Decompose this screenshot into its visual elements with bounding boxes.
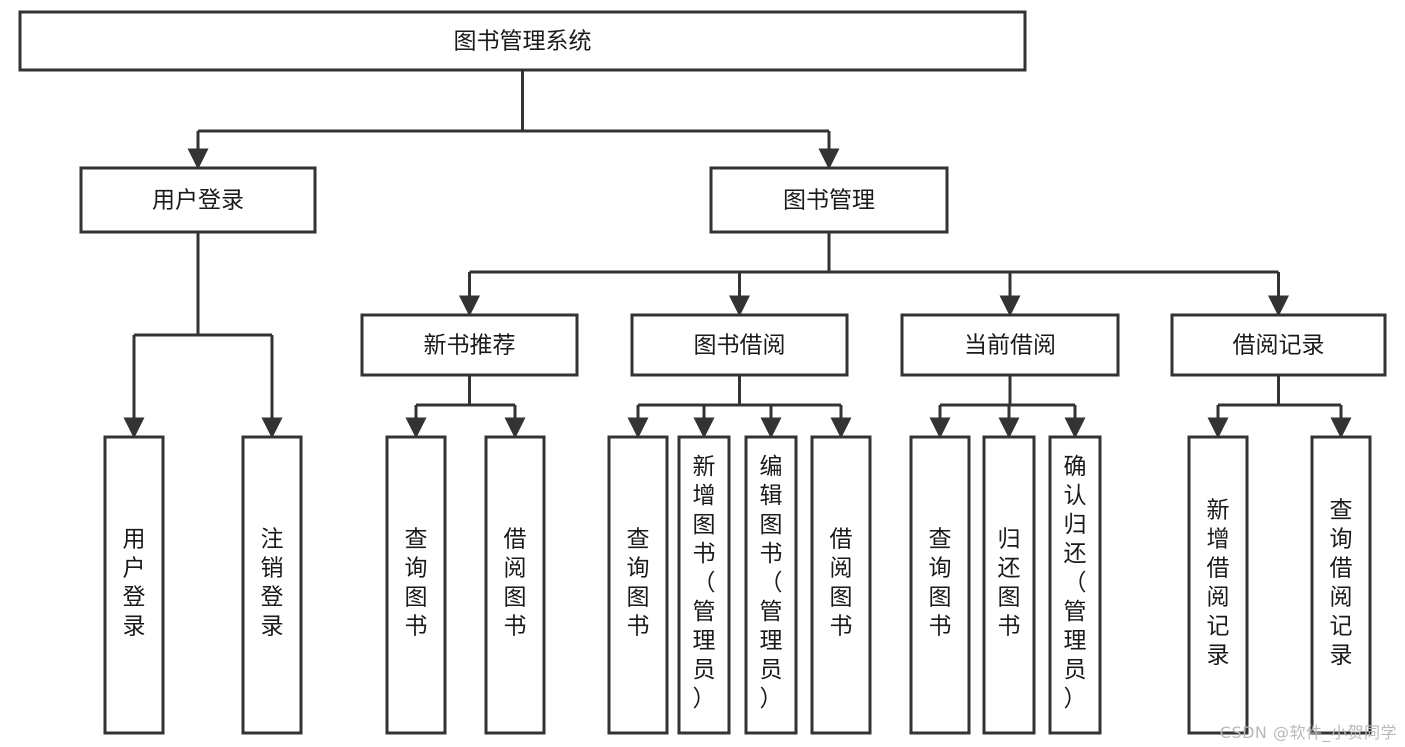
node-boxes: 图书管理系统用户登录图书管理新书推荐图书借阅当前借阅借阅记录用户登录注销登录查询…: [18, 10, 1387, 735]
leaf-current-2[interactable]: 确认归还（管理员）: [1048, 435, 1102, 735]
node-label: 用户登录: [152, 188, 244, 214]
leaf-current-1[interactable]: 归还图书: [982, 435, 1036, 735]
leaf-borrow-2[interactable]: 编辑图书（管理员）: [744, 435, 798, 735]
leaf-record-0[interactable]: 新增借阅记录: [1187, 435, 1249, 735]
node-level3-3[interactable]: 借阅记录: [1170, 313, 1387, 377]
node-label: 图书管理: [783, 188, 875, 214]
node-root-图书管理系统[interactable]: 图书管理系统: [18, 10, 1027, 72]
leaf-user-0[interactable]: 用户登录: [103, 435, 165, 735]
leaf-borrow-1[interactable]: 新增图书（管理员）: [677, 435, 731, 735]
node-label: 查询图书: [929, 527, 952, 640]
node-label: 借阅记录: [1233, 333, 1325, 359]
connector-edges: [123, 70, 1352, 439]
node-level2-1[interactable]: 图书管理: [709, 166, 949, 234]
node-label: 确认归还（管理员）: [1064, 454, 1087, 712]
leaf-record-1[interactable]: 查询借阅记录: [1310, 435, 1372, 735]
node-label: 新书推荐: [424, 333, 516, 359]
node-label: 图书管理系统: [454, 29, 592, 55]
node-label: 查询图书: [627, 527, 650, 640]
node-label: 注销登录: [261, 527, 284, 640]
node-label: 借阅图书: [830, 527, 853, 640]
node-label: 查询借阅记录: [1330, 498, 1353, 669]
node-label: 归还图书: [998, 527, 1021, 640]
leaf-current-0[interactable]: 查询图书: [909, 435, 971, 735]
node-label: 新增图书（管理员）: [693, 454, 716, 712]
node-label: 编辑图书（管理员）: [760, 454, 783, 712]
node-label: 图书借阅: [694, 333, 786, 359]
node-level3-2[interactable]: 当前借阅: [900, 313, 1120, 377]
node-level3-1[interactable]: 图书借阅: [630, 313, 849, 377]
node-label: 新增借阅记录: [1207, 498, 1230, 669]
csdn-watermark: CSDN @软件_小贺同学: [1219, 723, 1397, 742]
leaf-user-1[interactable]: 注销登录: [241, 435, 303, 735]
node-level2-0[interactable]: 用户登录: [79, 166, 317, 234]
node-level3-0[interactable]: 新书推荐: [360, 313, 579, 377]
leaf-borrow-0[interactable]: 查询图书: [607, 435, 669, 735]
node-label: 用户登录: [123, 527, 146, 640]
leaf-newbook-0[interactable]: 查询图书: [385, 435, 447, 735]
node-label: 查询图书: [405, 527, 428, 640]
leaf-borrow-3[interactable]: 借阅图书: [810, 435, 872, 735]
node-label: 当前借阅: [964, 333, 1056, 359]
node-label: 借阅图书: [504, 527, 527, 640]
leaf-newbook-1[interactable]: 借阅图书: [484, 435, 546, 735]
